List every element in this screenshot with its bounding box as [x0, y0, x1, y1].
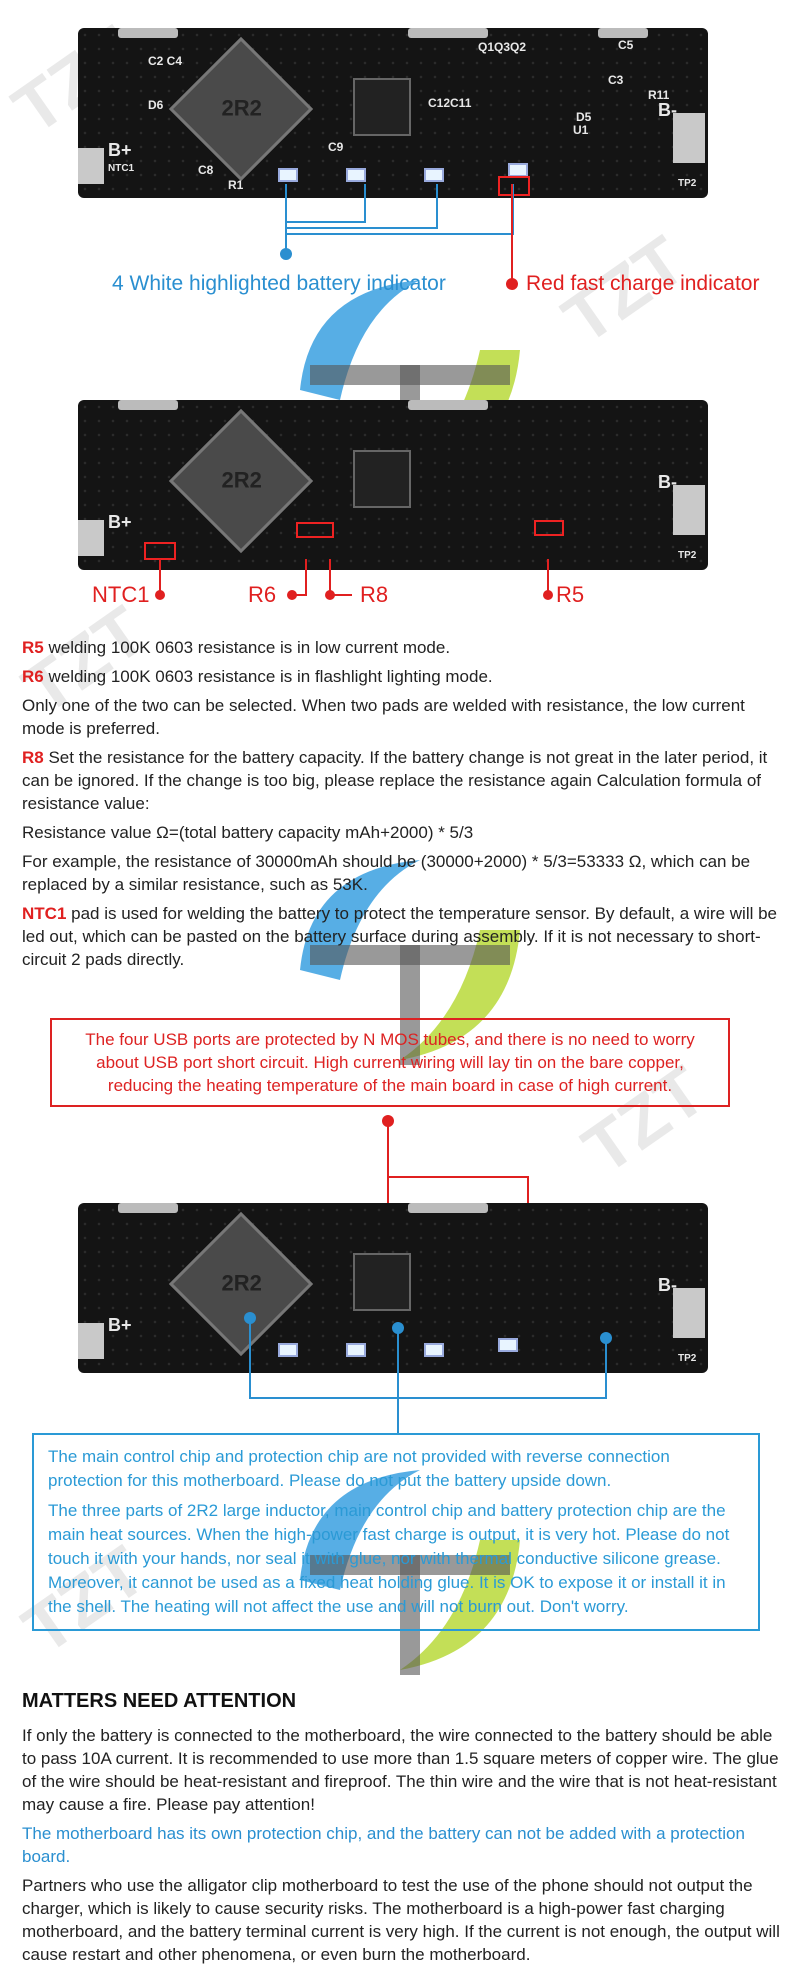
reverse-connection-warning: The main control chip and protection chi…: [48, 1447, 670, 1490]
pcb-board-photo: 2R2 B+ B- TP2: [78, 400, 708, 570]
battery-indicator-label: 4 White highlighted battery indicator: [112, 272, 446, 295]
pcb-board-photo: 2R2 C2 C4 D6 B+ NTC1 R1 C8 C9 Q1Q3Q2 C12…: [78, 28, 708, 198]
tzt-logo: [300, 1470, 520, 1675]
ntc1-label: NTC1: [92, 582, 150, 607]
r5-label: R5: [556, 582, 585, 607]
indicator-connector-lines: [280, 184, 518, 290]
pcb-board-photo: 2R2 B+ B- TP2: [78, 1203, 708, 1373]
r8-label: R8: [360, 582, 389, 607]
blue-callout-lines: [244, 1312, 612, 1434]
fast-charge-indicator-label: Red fast charge indicator: [526, 272, 760, 295]
attention-heading: MATTERS NEED ATTENTION: [22, 1690, 297, 1712]
tzt-logo: [300, 860, 520, 1065]
component-connector-lines: [155, 559, 553, 600]
heat-warning-note: The main control chip and protection chi…: [32, 1433, 760, 1631]
r6-label: R6: [248, 582, 277, 607]
attention-body: If only the battery is connected to the …: [22, 1726, 780, 1964]
resistor-description: R5 welding 100K 0603 resistance is in lo…: [22, 638, 778, 969]
heat-source-warning: The three parts of 2R2 large inductor, m…: [48, 1501, 730, 1616]
usb-protection-note: The four USB ports are protected by N MO…: [50, 1018, 730, 1107]
